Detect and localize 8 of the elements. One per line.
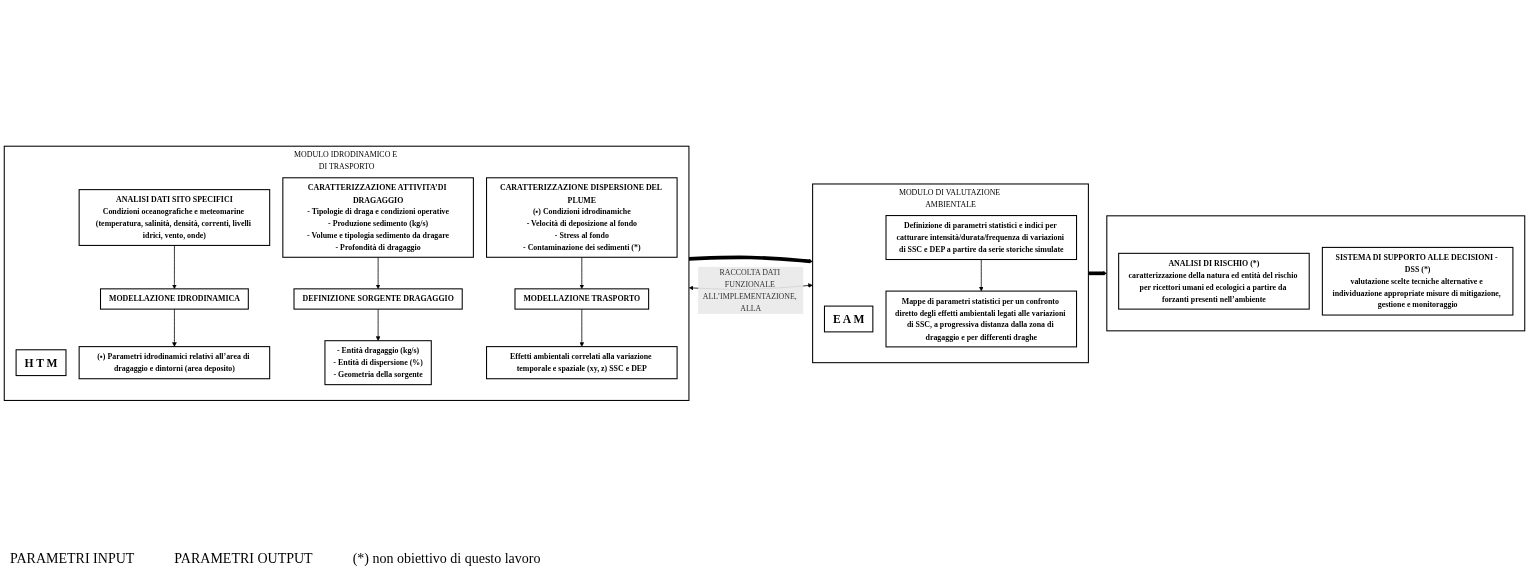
arrow (1088, 271, 1107, 276)
node-box: H T M (15, 349, 67, 377)
cluster (1106, 215, 1526, 332)
node-box: E A M (823, 305, 874, 333)
arrow (688, 255, 813, 264)
note-text: PARAMETRI OUTPUT (174, 551, 313, 568)
note-text: PARAMETRI INPUT (10, 551, 135, 568)
note-text: (*) non obiettivo di questo lavoro (352, 551, 541, 568)
